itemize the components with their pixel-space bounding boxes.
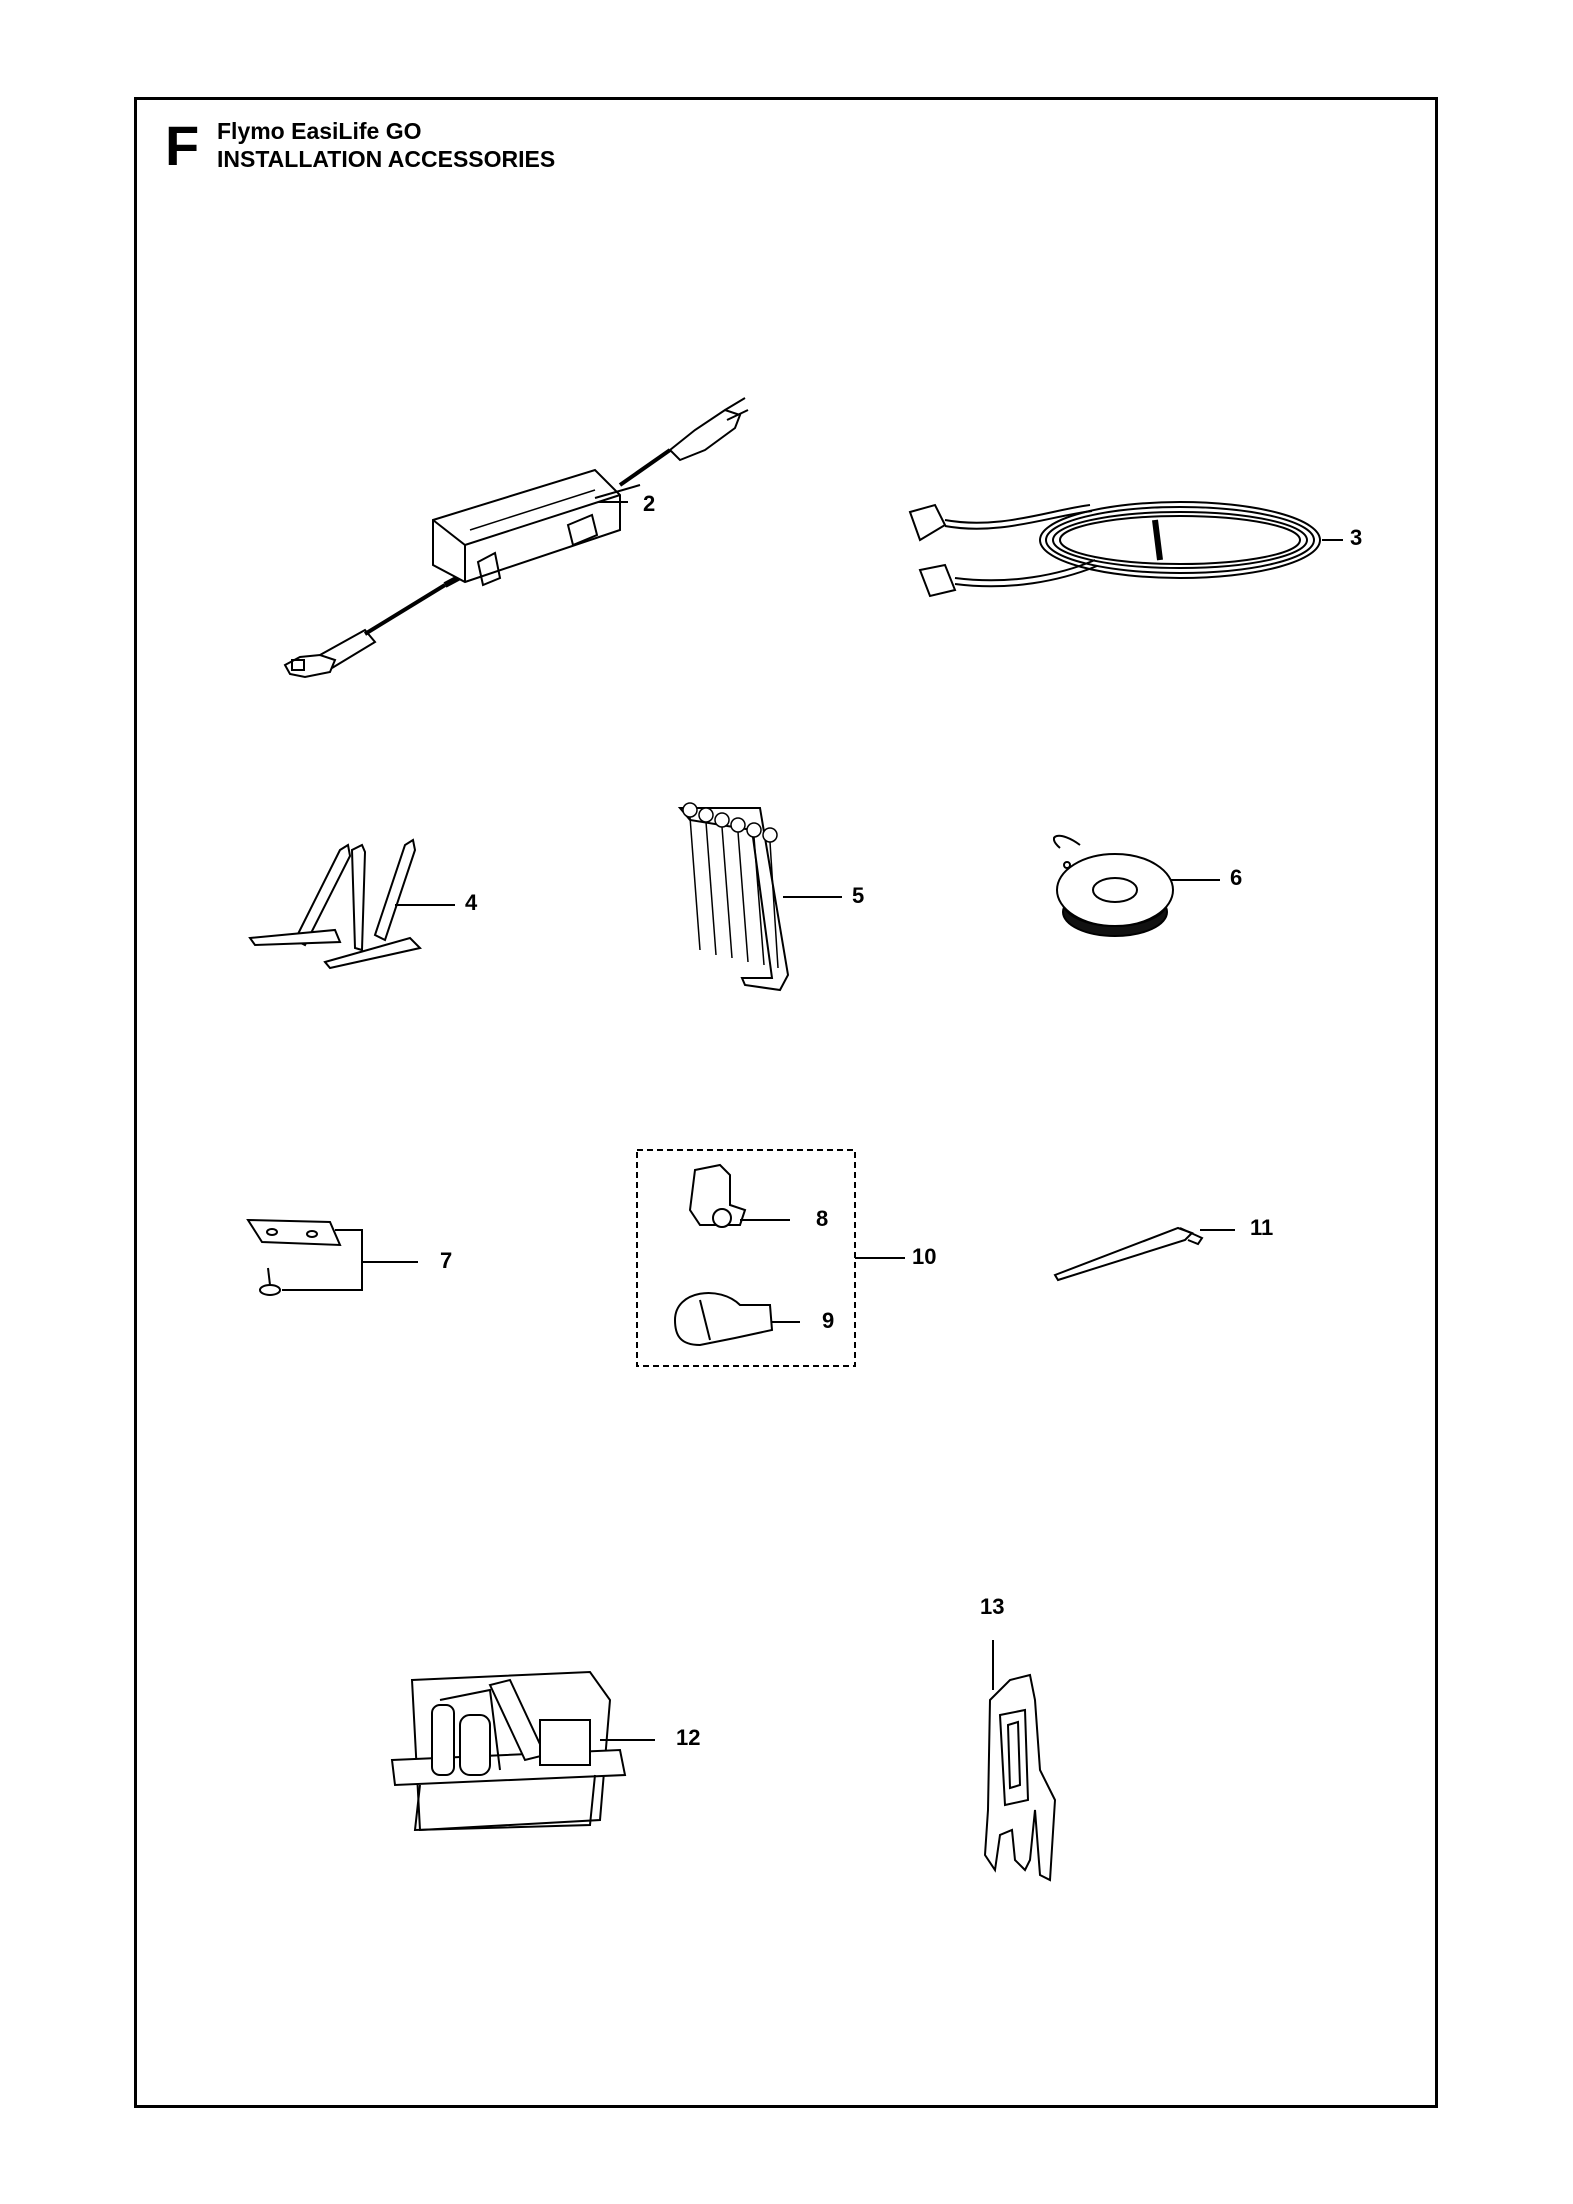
callout-12: 12 bbox=[676, 1725, 701, 1750]
callout-9: 9 bbox=[822, 1308, 835, 1333]
wall-bracket-icon bbox=[983, 1640, 1057, 1882]
hex-key-icon bbox=[1053, 1226, 1235, 1282]
callout-8: 8 bbox=[816, 1206, 829, 1231]
blade-strip-icon bbox=[677, 802, 842, 992]
accessory-box-icon bbox=[390, 1670, 655, 1832]
power-supply-icon bbox=[283, 397, 749, 679]
callout-10: 10 bbox=[912, 1244, 937, 1269]
callout-4: 4 bbox=[465, 890, 478, 915]
callout-11: 11 bbox=[1250, 1215, 1274, 1240]
section-letter: F bbox=[165, 114, 200, 177]
callout-2: 2 bbox=[643, 491, 656, 516]
low-voltage-cable-icon bbox=[908, 501, 1343, 598]
blade-and-screw-icon bbox=[246, 1218, 418, 1296]
boundary-wire-spool-icon bbox=[1053, 834, 1220, 937]
callout-13: 13 bbox=[980, 1594, 1005, 1619]
pegs-icon bbox=[248, 838, 455, 970]
callout-7: 7 bbox=[440, 1248, 453, 1273]
callout-6: 6 bbox=[1230, 865, 1243, 890]
product-name: Flymo EasiLife GO bbox=[217, 118, 422, 144]
connector-kit-group bbox=[636, 1149, 905, 1367]
section-title: INSTALLATION ACCESSORIES bbox=[217, 146, 556, 172]
callout-3: 3 bbox=[1350, 525, 1363, 550]
drawing-frame bbox=[134, 97, 1438, 2108]
callout-5: 5 bbox=[852, 883, 865, 908]
